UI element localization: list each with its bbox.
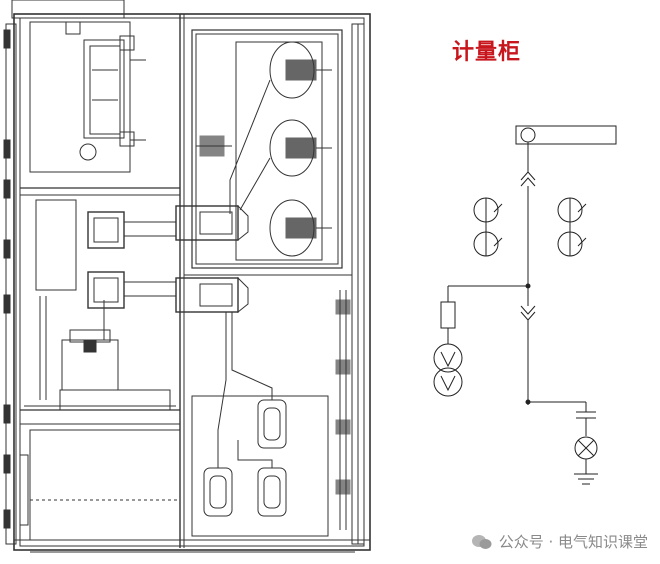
truck-compartment: [24, 199, 177, 411]
watermark: 公众号 · 电气知识课堂: [471, 531, 648, 552]
cable-compartment: [19, 429, 181, 541]
cabinet-outline: [3, 0, 371, 553]
watermark-text: 公众号 · 电气知识课堂: [498, 533, 648, 551]
busbar-tap: [520, 127, 536, 143]
diagram-title: 计量柜: [452, 39, 522, 65]
busbar: [515, 125, 617, 145]
cable-heads: [191, 290, 351, 537]
contact-spouts: [175, 204, 249, 314]
voltage-transformer: [433, 343, 463, 397]
indicator-lamp: [574, 436, 598, 460]
current-transformer-right: [557, 197, 587, 257]
ground-symbol: [574, 473, 598, 485]
lv-compartment: [29, 21, 146, 173]
single-line-schematic: [433, 125, 617, 485]
bus-compartment: [191, 29, 343, 269]
lower-plug-contact: [520, 305, 536, 315]
wechat-icon: [471, 534, 492, 549]
fuse-symbol: [440, 301, 456, 329]
current-transformer-left: [473, 197, 503, 257]
upper-plug-contact: [520, 171, 536, 181]
